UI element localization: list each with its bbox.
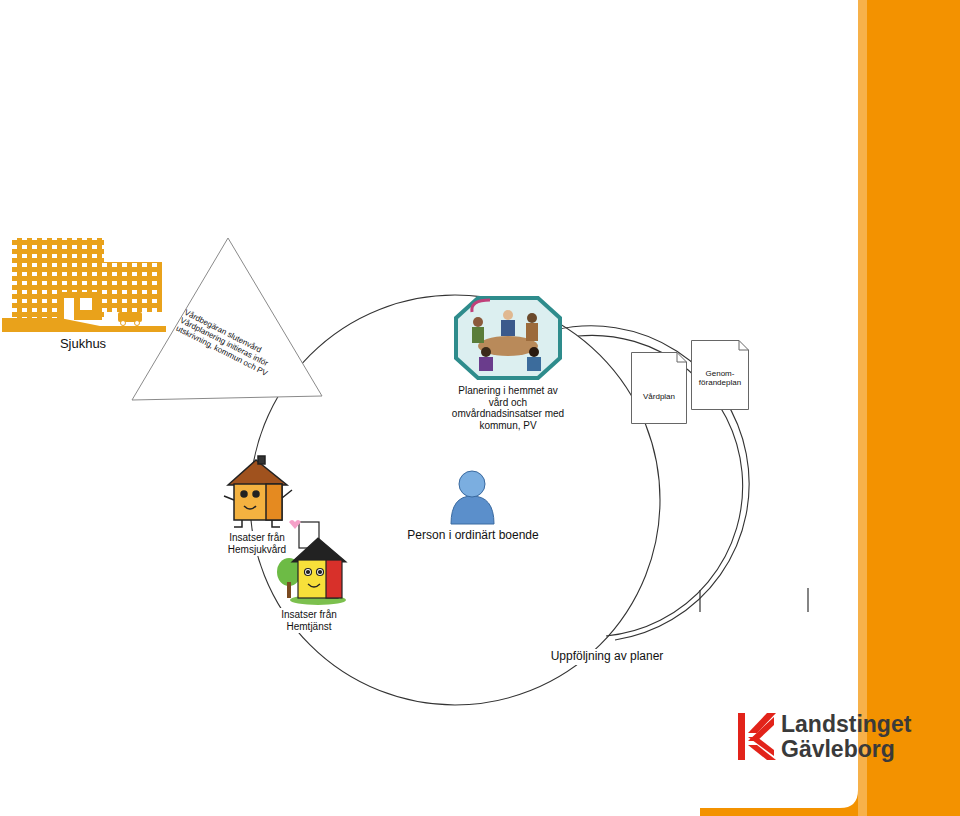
followup-label: Uppföljning av planer [532, 649, 682, 665]
planning-label: Planering i hemmet av vård och omvårdnad… [448, 384, 568, 432]
triangle-outline [132, 238, 322, 400]
hospital-icon [2, 238, 166, 332]
request-triangle: Vårdbegäran slutenvård Vårdplanering ini… [132, 238, 324, 402]
tick-mark [699, 590, 700, 612]
document-shape: Vårdplan [631, 352, 687, 424]
logo-mark [738, 713, 776, 760]
plan-arc [555, 326, 749, 640]
tick-mark [807, 588, 808, 612]
node-text: Vårdplan [631, 352, 687, 401]
node-text: Person i ordinärt boende [383, 529, 563, 543]
person-label: Person i ordinärt boende [383, 529, 563, 543]
service-label: Insatser från Hemtjänst [270, 608, 348, 633]
person-icon [451, 471, 494, 524]
document-outline [692, 341, 749, 410]
node-text: Genom- förandeplan [691, 340, 749, 387]
node-text: Planering i hemmet av vård och omvårdnad… [448, 384, 568, 432]
logo-text: Landstinget [781, 711, 911, 738]
node-text: Insatser från Hemsjukvård [218, 531, 296, 556]
service-label: Insatser från Hemsjukvård [218, 531, 296, 556]
meeting-picture [456, 298, 560, 378]
document-outline [632, 353, 687, 424]
document-outline [631, 352, 687, 424]
node-text: Uppföljning av planer [549, 649, 666, 665]
house-icon [224, 456, 292, 527]
document-fold [739, 341, 749, 351]
node-text: Insatser från Hemtjänst [270, 608, 348, 633]
logo-text: Gävleborg [781, 736, 895, 763]
node-text: Sjukhus [38, 337, 128, 352]
cycle-circle [250, 295, 660, 705]
hospital-label: Sjukhus [38, 337, 128, 352]
document-fold [677, 353, 687, 363]
document-shape: Genom- förandeplan [691, 340, 749, 410]
triangle-outline [132, 238, 324, 402]
